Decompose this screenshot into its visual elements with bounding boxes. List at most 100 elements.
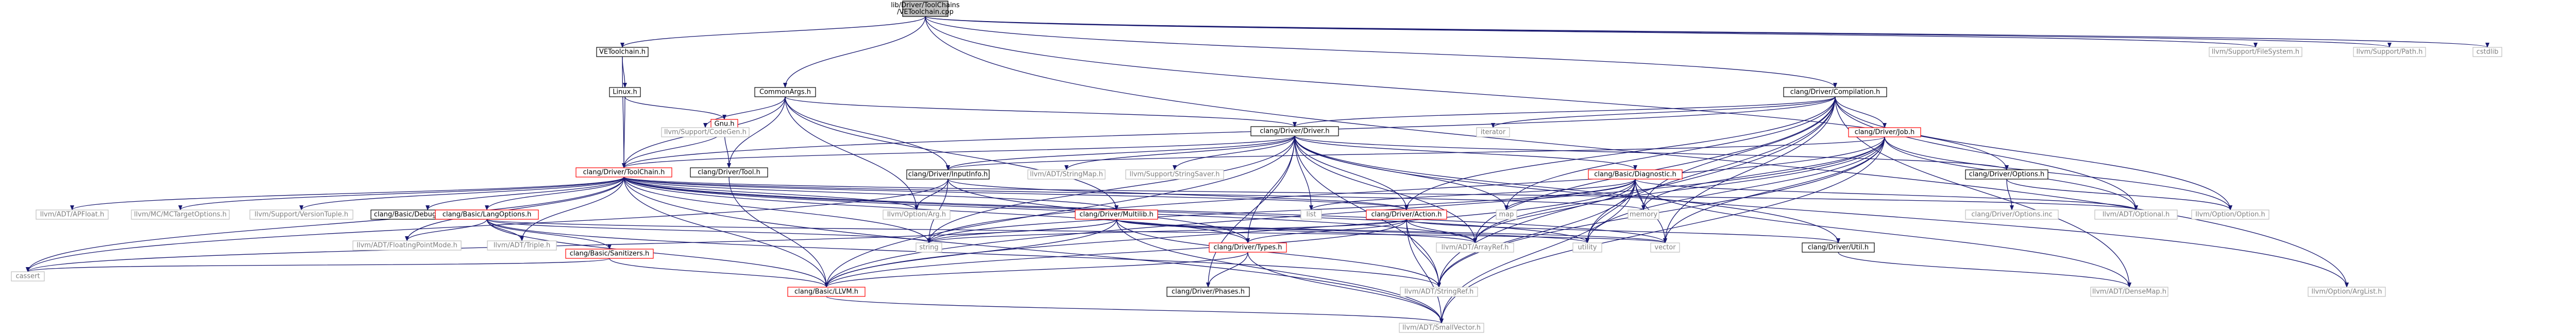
node-box [11,271,45,282]
node-job-h[interactable]: clang/Driver/Job.h [1848,127,1921,137]
node-box [1965,209,2059,220]
node-tool-h[interactable]: clang/Driver/Tool.h [690,167,768,178]
edge-toolchain_h-to-multilib_h [623,177,1118,210]
node-box [352,240,462,251]
node-map: map [1496,209,1517,220]
node-box [435,209,539,220]
edge-diagnostic_h-to-utility [1585,179,1636,243]
node-box [2209,47,2302,57]
node-box [2090,287,2168,297]
edge-job_h-to-option_option_h [1884,136,2232,210]
node-box [1588,169,1683,180]
edge-compilation_h-to-job_h [1835,96,1887,128]
node-box [1628,209,1659,220]
node-gnu-h[interactable]: Gnu.h [710,119,738,129]
edge-langoptions_h-to-floatingpointmode_h [405,219,487,241]
node-densemap-h: llvm/ADT/DenseMap.h [2090,287,2168,297]
node-llvm-h[interactable]: clang/Basic/LLVM.h [787,287,866,297]
edge-driver_h-to-stringmap_h [1064,135,1295,170]
node-util-h[interactable]: clang/Driver/Util.h [1802,242,1875,253]
node-phases-h[interactable]: clang/Driver/Phases.h [1166,287,1250,297]
node-toolchain-h[interactable]: clang/Driver/ToolChain.h [575,167,672,178]
edge-root-to-options_h [925,16,2009,170]
node-label: clang/Basic/Sanitizers.h [570,250,649,258]
node-box [754,87,816,97]
node-box [1209,242,1287,253]
node-box [1075,209,1158,220]
node-filesystem-h: llvm/Support/FileSystem.h [2209,47,2302,57]
node-arrayref-h: llvm/ADT/ArrayRef.h [1436,242,1514,253]
node-multilib-h[interactable]: clang/Driver/Multilib.h [1075,209,1158,220]
node-box [1125,169,1224,180]
edge-job_h-to-llvm_h [824,136,1885,288]
edge-toolchain_h-to-apfloat_h [70,177,624,210]
node-optarglist-h: llvm/Option/ArgList.h [2308,287,2386,297]
node-langoptions-h[interactable]: clang/Basic/LangOptions.h [435,209,539,220]
edge-tool_h-to-llvm_h [728,177,828,288]
node-box [2191,209,2269,220]
node-label: map [1499,211,1514,219]
node-linux-h[interactable]: Linux.h [609,87,641,97]
edge-job_h-to-utility [1585,136,1885,243]
node-label: cstdlib [2477,48,2499,56]
node-label: list [1306,211,1316,219]
node-label: lib/Driver/ToolChains [891,2,960,9]
edge-toolchain_h-to-debuginfooptions_h [426,177,624,210]
node-label: llvm/Option/ArgList.h [2311,288,2382,296]
node-mctargetoptions-h: llvm/MC/MCTargetOptions.h [131,209,230,220]
node-label: llvm/Support/CodeGen.h [664,129,747,136]
edge-multilib_h-to-cassert [26,219,1117,272]
edge-inputinfo_h-to-action_h [947,179,1409,210]
node-options-h[interactable]: clang/Driver/Options.h [1965,169,2048,180]
node-compilation-h[interactable]: clang/Driver/Compilation.h [1783,87,1887,97]
edge-langoptions_h-to-string [486,219,931,243]
node-label: clang/Driver/InputInfo.h [908,171,988,179]
node-root[interactable]: lib/Driver/ToolChains/VEToolchain.cpp [891,1,960,17]
node-box [1650,242,1680,253]
node-label: clang/Driver/ToolChain.h [583,169,665,177]
node-label: clang/Driver/Phases.h [1172,288,1245,296]
node-label: iterator [1481,129,1506,136]
node-optional-h: llvm/ADT/Optional.h [2094,209,2178,220]
node-diagnostic-h[interactable]: clang/Basic/Diagnostic.h [1588,169,1683,180]
node-sanitizers-h[interactable]: clang/Basic/Sanitizers.h [565,249,654,259]
node-label: /VEToolchain.cpp [897,8,954,16]
edge-toolchain_h-to-mctargetoptions_h [178,177,624,210]
edge-root-to-commonargs_h [783,16,926,88]
node-versiontuple-h: llvm/Support/VersionTuple.h [249,209,353,220]
edge-multilib_h-to-arrayref_h [1116,219,1477,243]
node-label: clang/Driver/Multilib.h [1079,211,1154,219]
node-types-h[interactable]: clang/Driver/Types.h [1209,242,1287,253]
node-label: clang/Driver/Types.h [1214,244,1282,252]
node-label: llvm/ADT/StringMap.h [1030,171,1103,179]
edge-driver_h-to-toolchain_h [622,135,1295,168]
node-label: llvm/ADT/ArrayRef.h [1442,244,1509,252]
edge-action_h-to-stringref_h [1406,219,1441,288]
node-cstdlib: cstdlib [2472,47,2502,57]
edge-root-to-filesystem_h [925,16,2258,48]
node-list: list [1300,209,1322,220]
node-box [2094,209,2178,220]
edge-linux_h-to-toolchain_h [622,96,626,168]
node-label: clang/Basic/LLVM.h [794,288,858,296]
edge-toolchain_h-to-action_h [623,177,1409,210]
node-options-inc: clang/Driver/Options.inc [1965,209,2059,220]
node-box [661,127,750,137]
node-driver-h[interactable]: clang/Driver/Driver.h [1250,126,1339,136]
node-vetoolchain-h[interactable]: VEToolchain.h [596,47,649,57]
edge-multilib_h-to-vector [1116,219,1667,243]
node-box [1965,169,2048,180]
edge-commonargs_h-to-codegen_h [703,96,786,128]
node-utility: utility [1572,242,1602,253]
node-box [1250,126,1339,136]
edge-sanitizers_h-to-cassert [26,258,610,272]
node-inputinfo-h[interactable]: clang/Driver/InputInfo.h [906,169,990,180]
edge-toolchain_h-to-smallvector_h [623,177,1444,324]
edge-driver_h-to-list [1294,135,1313,210]
node-string: string [916,242,942,253]
node-action-h[interactable]: clang/Driver/Action.h [1366,209,1447,220]
node-commonargs-h[interactable]: CommonArgs.h [754,87,816,97]
node-label: clang/Basic/Diagnostic.h [1594,171,1676,179]
edge-driver_h-to-options_h [1294,135,2009,170]
